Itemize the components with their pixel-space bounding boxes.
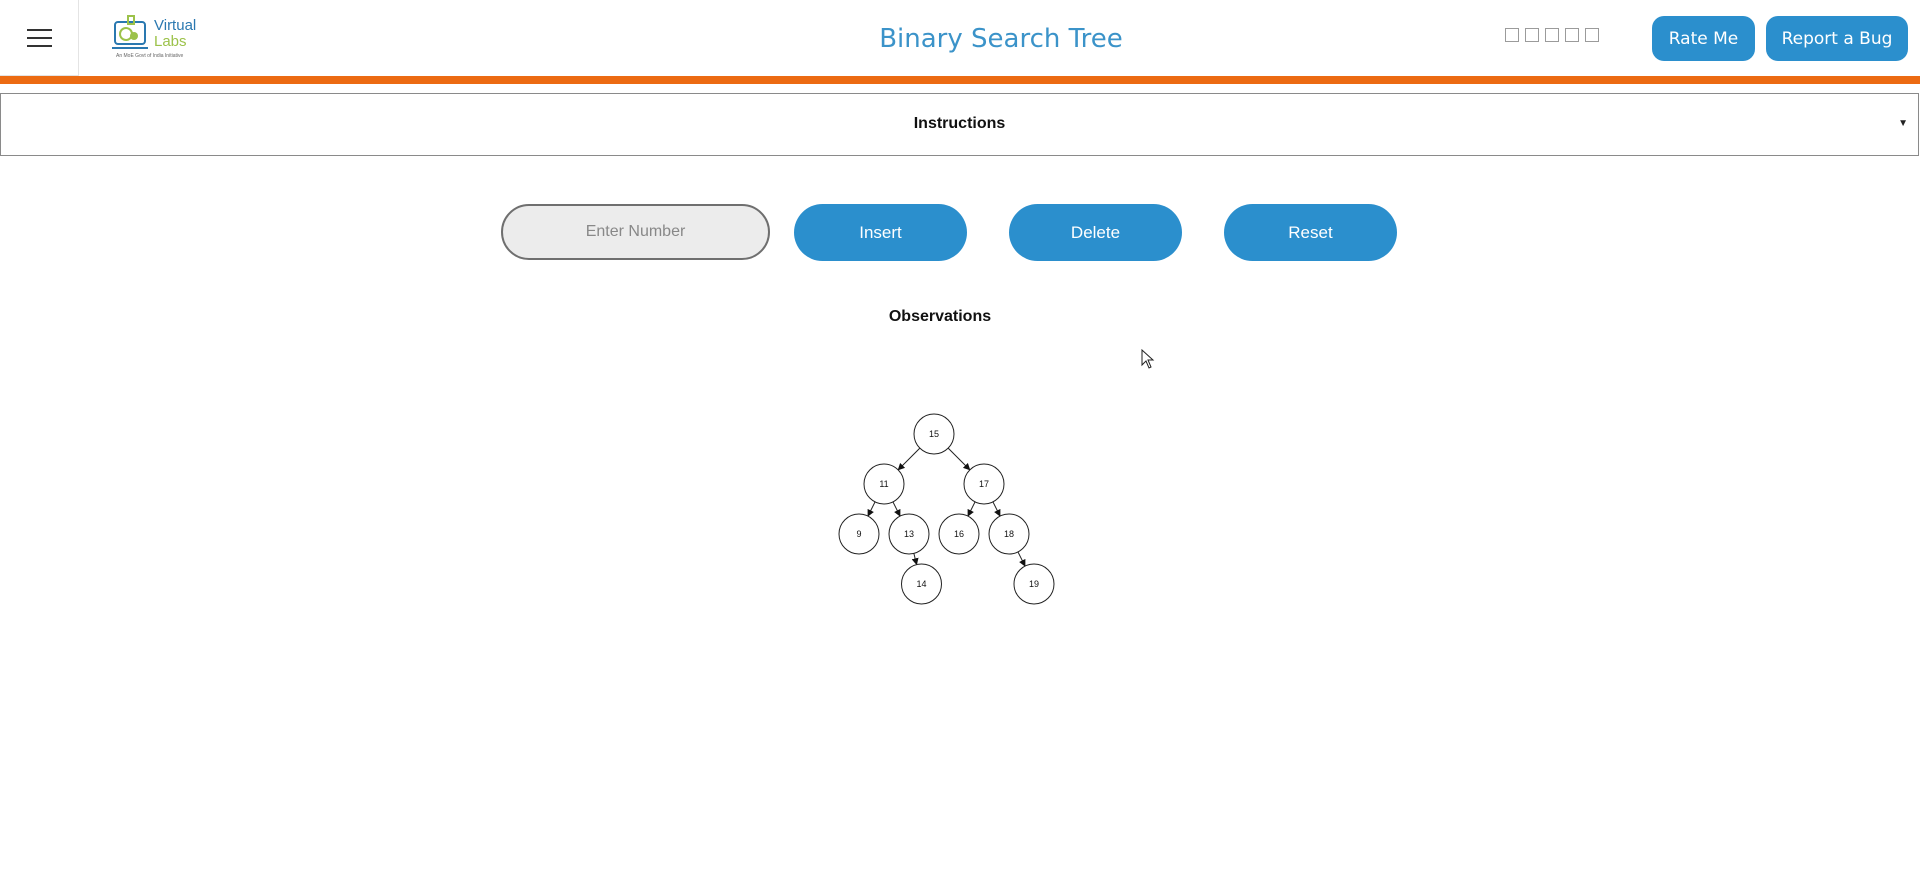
virtual-labs-logo[interactable]: Virtual Labs An MoE Govt of India Initia… <box>108 12 203 62</box>
flask-logo-icon <box>112 15 148 49</box>
logo-word-virtual: Virtual <box>154 17 197 34</box>
tree-node: 9 <box>838 513 880 555</box>
tree-node-value: 16 <box>954 529 964 539</box>
tree-node-circle <box>913 413 955 455</box>
insert-button[interactable]: Insert <box>794 204 967 261</box>
header-accent-bar <box>0 76 1920 84</box>
report-bug-button[interactable]: Report a Bug <box>1766 16 1908 61</box>
tree-node-circle <box>888 513 930 555</box>
page-title: Binary Search Tree <box>879 24 1123 54</box>
observations-heading: Observations <box>888 308 992 325</box>
menu-line <box>26 44 52 47</box>
mouse-cursor-icon <box>1141 349 1155 369</box>
tree-edge <box>892 501 901 517</box>
tree-edge <box>992 501 1001 517</box>
tree-node-value: 9 <box>856 529 861 539</box>
broken-image-icon[interactable] <box>1545 28 1559 42</box>
broken-image-icon[interactable] <box>1585 28 1599 42</box>
delete-button[interactable]: Delete <box>1009 204 1182 261</box>
tree-edge <box>967 501 976 517</box>
tree-node-circle <box>963 463 1005 505</box>
broken-image-icon[interactable] <box>1505 28 1519 42</box>
tree-node-value: 15 <box>929 429 939 439</box>
number-input[interactable] <box>501 204 770 260</box>
tree-node: 16 <box>938 513 980 555</box>
tree-node: 13 <box>888 513 930 555</box>
tree-edge <box>867 501 876 517</box>
tree-node-circle <box>1013 563 1055 605</box>
tree-edges <box>867 447 1026 567</box>
caret-down-icon: ▼ <box>1898 118 1908 129</box>
tree-node-circle <box>988 513 1030 555</box>
tree-node-value: 18 <box>1004 529 1014 539</box>
menu-line <box>26 36 52 39</box>
rating-icons <box>1505 28 1599 42</box>
tree-edge <box>911 553 919 566</box>
broken-image-icon[interactable] <box>1525 28 1539 42</box>
tree-node-value: 17 <box>979 479 989 489</box>
tree-node-value: 11 <box>879 479 888 489</box>
tree-edge <box>897 447 921 471</box>
tree-edge <box>947 447 971 471</box>
tree-edge <box>1017 551 1026 567</box>
hamburger-menu-icon[interactable] <box>0 0 79 76</box>
tree-node: 15 <box>913 413 955 455</box>
tree-nodes: 15 11 17 9 13 16 18 14 19 <box>838 413 1055 605</box>
tree-node-value: 13 <box>904 529 914 539</box>
tree-node: 14 <box>901 563 942 605</box>
tree-node-circle <box>938 513 980 555</box>
tree-node: 11 <box>863 463 905 505</box>
reset-button[interactable]: Reset <box>1224 204 1397 261</box>
header: Virtual Labs An MoE Govt of India Initia… <box>0 0 1920 76</box>
logo-tagline: An MoE Govt of India Initiative <box>116 53 184 59</box>
menu-line <box>26 28 52 31</box>
tree-node: 18 <box>988 513 1030 555</box>
tree-node-value: 14 <box>916 579 926 589</box>
tree-node-circle <box>838 513 880 555</box>
tree-node-circle <box>901 563 942 605</box>
instructions-label: Instructions <box>913 115 1006 132</box>
tree-node: 17 <box>963 463 1005 505</box>
tree-node: 19 <box>1013 563 1055 605</box>
tree-node-circle <box>863 463 905 505</box>
instructions-toggle[interactable]: Instructions ▼ <box>0 93 1919 156</box>
rate-me-button[interactable]: Rate Me <box>1652 16 1755 61</box>
tree-node-value: 19 <box>1029 579 1039 589</box>
broken-image-icon[interactable] <box>1565 28 1579 42</box>
logo-word-labs: Labs <box>154 33 187 50</box>
